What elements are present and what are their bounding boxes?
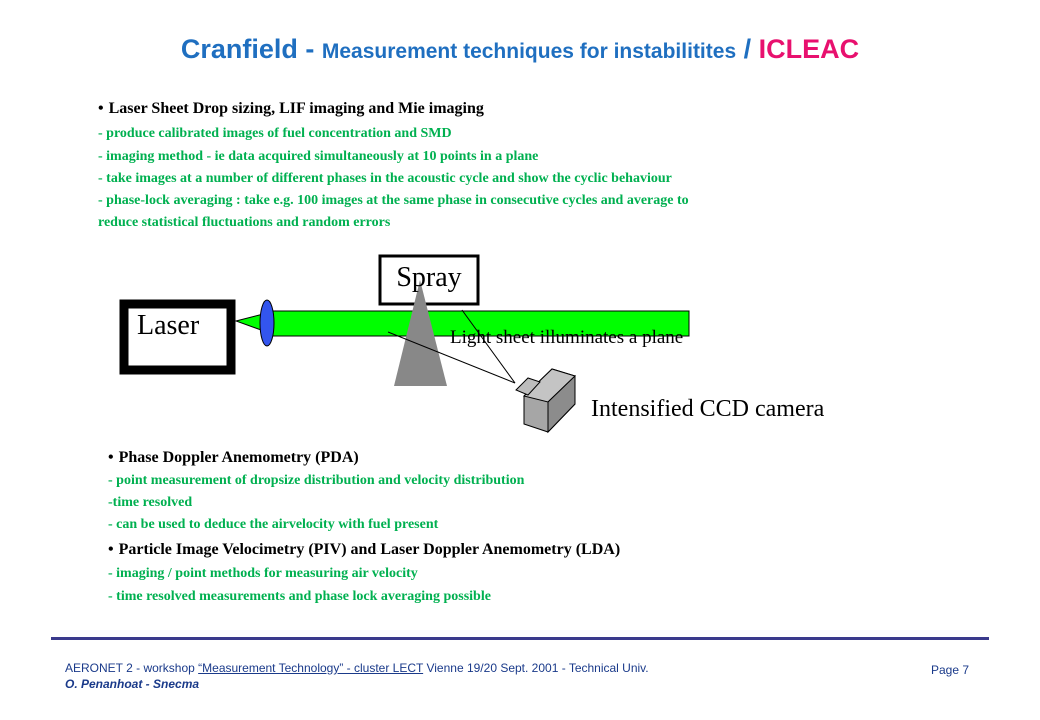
page-title: Cranfield - Measurement techniques for i…: [0, 34, 1040, 65]
section2-heading: •Phase Doppler Anemometry (PDA): [108, 449, 359, 466]
bullet-icon: •: [108, 449, 114, 466]
section3-line: - time resolved measurements and phase l…: [108, 589, 491, 604]
title-org: Cranfield -: [180, 34, 322, 64]
camera-icon: [515, 368, 576, 434]
section2-line: -time resolved: [108, 495, 193, 510]
title-main: Measurement techniques for instabilitite…: [321, 40, 737, 63]
section2-line: - can be used to deduce the airvelocity …: [108, 517, 439, 532]
section1-line: - imaging method - ie data acquired simu…: [98, 149, 539, 164]
laser-label: Laser: [137, 310, 200, 341]
section1-heading: •Laser Sheet Drop sizing, LIF imaging an…: [98, 100, 484, 117]
footer-citation: AERONET 2 - workshop “Measurement Techno…: [65, 661, 649, 675]
bullet-icon: •: [108, 541, 114, 558]
spray-label: Spray: [396, 262, 462, 293]
section1-line: - phase-lock averaging : take e.g. 100 i…: [98, 193, 689, 208]
bullet-icon: •: [98, 100, 104, 117]
section1-line: - produce calibrated images of fuel conc…: [98, 126, 452, 141]
section1-line: - take images at a number of different p…: [98, 171, 672, 186]
spray-cone: [394, 280, 447, 386]
footer-divider: [51, 637, 989, 640]
beam-cone: [234, 310, 276, 336]
title-sep: /: [736, 34, 759, 64]
section3-heading: •Particle Image Velocimetry (PIV) and La…: [108, 541, 621, 558]
footer-link[interactable]: “Measurement Technology” - cluster LECT: [198, 661, 424, 675]
page-number: Page 7: [931, 663, 970, 677]
section2-line: - point measurement of dropsize distribu…: [108, 473, 525, 488]
footer-author: O. Penanhoat - Snecma: [65, 677, 200, 691]
section3-line: - imaging / point methods for measuring …: [108, 566, 418, 581]
section1-line: reduce statistical fluctuations and rand…: [98, 215, 391, 230]
title-project: ICLEAC: [758, 34, 860, 64]
lens: [259, 299, 275, 347]
light-sheet-label: Light sheet illuminates a plane: [450, 327, 684, 348]
camera-label: Intensified CCD camera: [591, 396, 825, 422]
